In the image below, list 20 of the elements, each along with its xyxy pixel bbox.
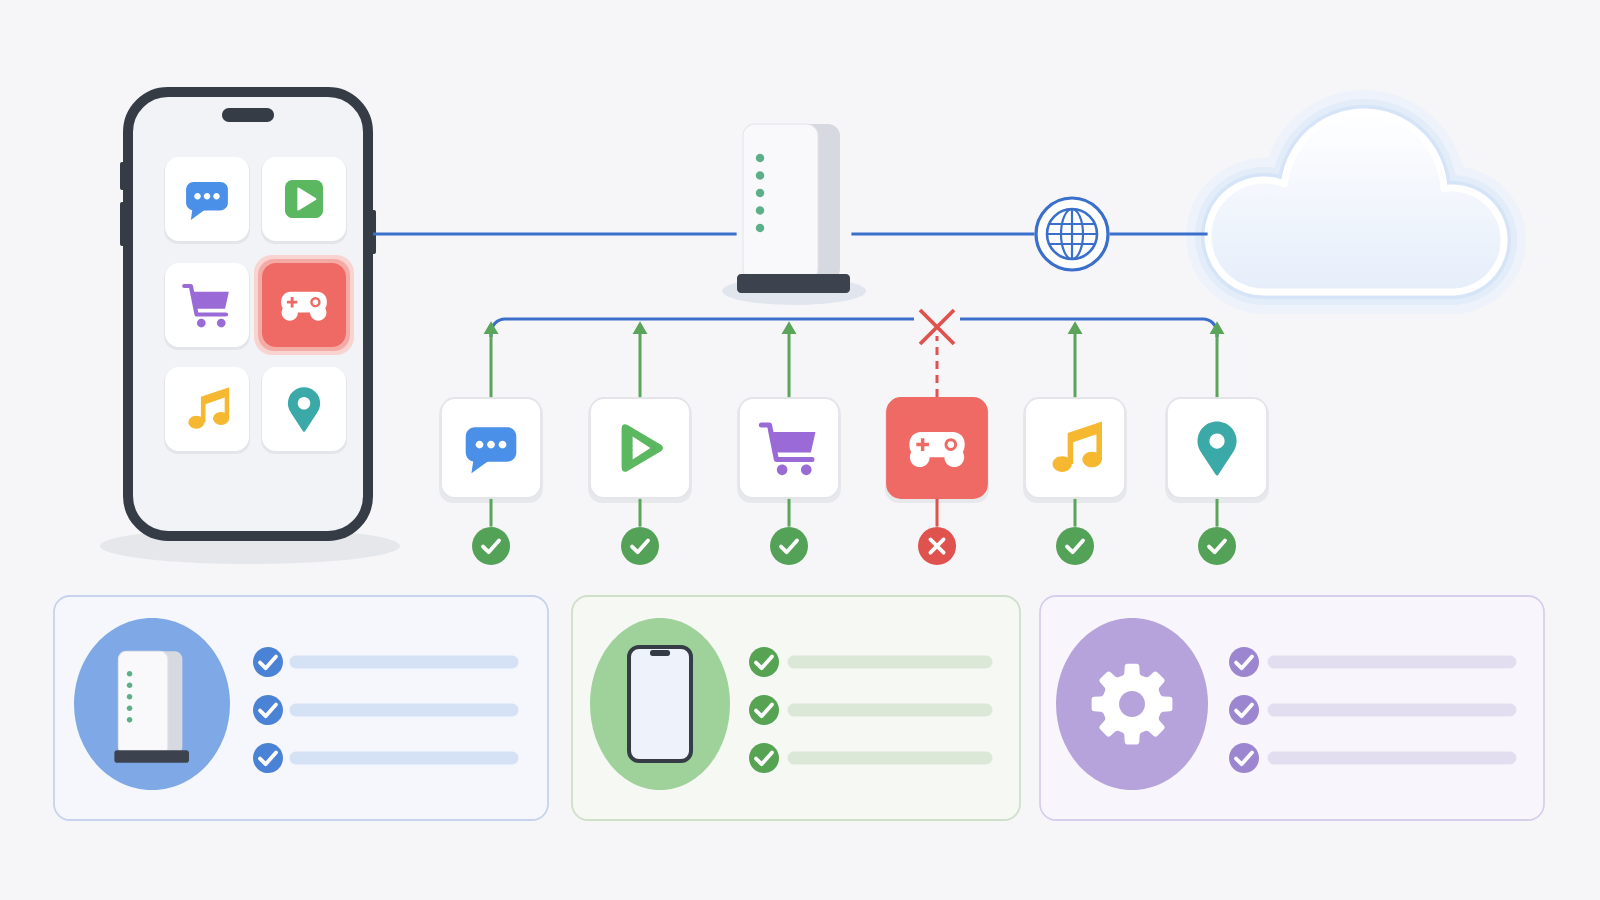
router bbox=[722, 123, 866, 305]
connector-line bbox=[1109, 232, 1208, 236]
connector-line bbox=[489, 498, 493, 527]
check-icon bbox=[1198, 527, 1236, 565]
connector-line bbox=[638, 498, 642, 527]
globe-icon bbox=[1034, 196, 1110, 272]
cloud bbox=[1186, 90, 1526, 314]
bus-line bbox=[489, 317, 1219, 339]
check-icon bbox=[770, 527, 808, 565]
connector-line bbox=[1073, 498, 1077, 527]
check-icon bbox=[621, 527, 659, 565]
check-icon bbox=[1056, 527, 1094, 565]
connector-line bbox=[787, 498, 791, 527]
connector-line bbox=[851, 232, 1035, 236]
connector-line bbox=[373, 232, 737, 236]
connector-line bbox=[1215, 498, 1219, 527]
blocked-line bbox=[918, 308, 956, 398]
connector-line bbox=[935, 498, 939, 527]
check-icon bbox=[472, 527, 510, 565]
cross-icon bbox=[918, 527, 956, 565]
